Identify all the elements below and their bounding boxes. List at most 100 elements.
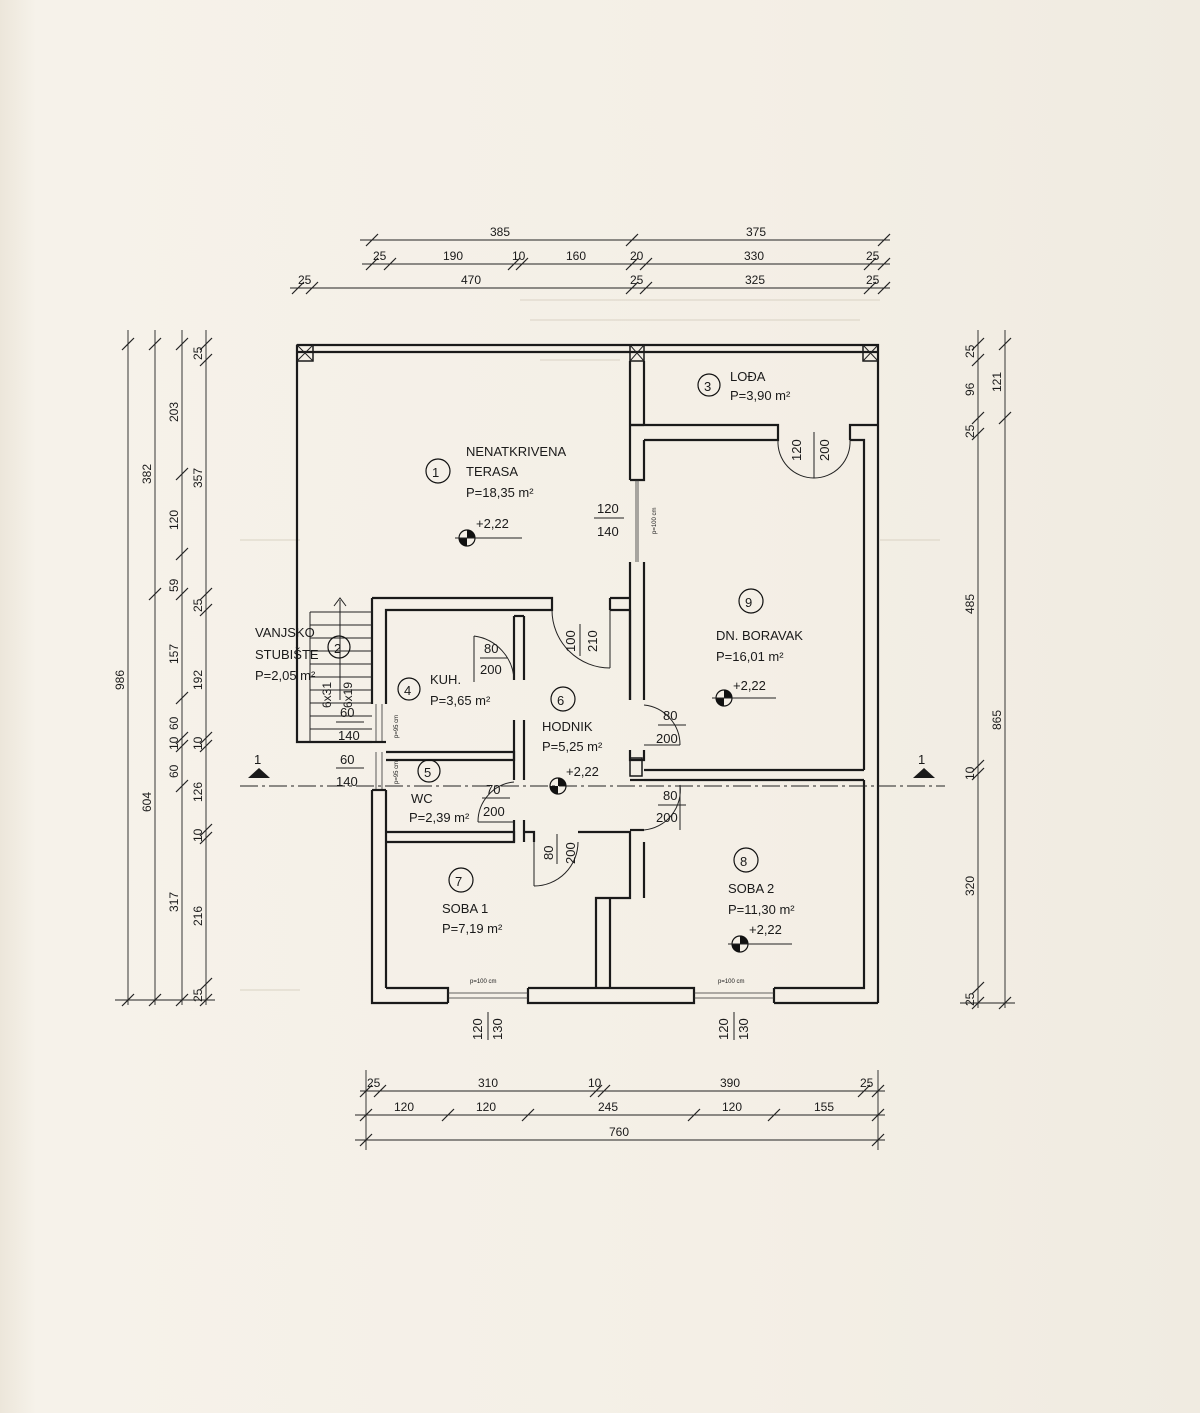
dim-label: 317 — [167, 892, 181, 912]
opening-height: 200 — [656, 731, 678, 746]
dim-label: 203 — [167, 402, 181, 422]
section-line — [240, 768, 945, 787]
opening-height: 130 — [736, 1018, 751, 1040]
room-name: TERASA — [466, 464, 518, 479]
dim-label: 245 — [598, 1100, 618, 1114]
dim-label: 25 — [866, 273, 880, 287]
doors — [473, 439, 851, 887]
dim-label: 10 — [588, 1076, 602, 1090]
dim-label: 120 — [167, 510, 181, 530]
opening-width: 60 — [340, 752, 354, 767]
dim-label: 25 — [298, 273, 312, 287]
room-name: VANJSKO — [255, 625, 315, 640]
walls — [295, 343, 880, 1005]
opening-height: 200 — [817, 439, 832, 461]
opening-height: 140 — [336, 774, 358, 789]
window-note: p=100 cm — [718, 979, 745, 985]
dim-label: 25 — [630, 273, 644, 287]
opening-width: 60 — [340, 705, 354, 720]
opening-height: 200 — [563, 842, 578, 864]
room-area: P=7,19 m² — [442, 921, 503, 936]
dim-label: 25 — [367, 1076, 381, 1090]
dim-chain-bottom — [355, 1070, 885, 1150]
dim-label: 310 — [478, 1076, 498, 1090]
dim-label: 865 — [990, 710, 1004, 730]
dim-label: 25 — [866, 249, 880, 263]
dim-label: 320 — [963, 876, 977, 896]
dim-label: 357 — [191, 468, 205, 488]
dim-label: 10 — [191, 828, 205, 842]
opening-width: 120 — [716, 1018, 731, 1040]
room-area: P=2,39 m² — [409, 810, 470, 825]
opening-width: 80 — [541, 846, 556, 860]
dim-label: 760 — [609, 1125, 629, 1139]
dim-label: 25 — [191, 346, 205, 360]
opening-width: 70 — [486, 782, 500, 797]
dim-label: 59 — [167, 578, 181, 592]
opening-width: 80 — [484, 641, 498, 656]
dim-label: 120 — [722, 1100, 742, 1114]
dim-label: 25 — [860, 1076, 874, 1090]
dim-label: 25 — [191, 598, 205, 612]
dim-label: 470 — [461, 273, 481, 287]
room-area: P=18,35 m² — [466, 485, 534, 500]
dim-label: 330 — [744, 249, 764, 263]
dim-label: 986 — [113, 670, 127, 690]
opening-height: 200 — [480, 662, 502, 677]
dim-label: 155 — [814, 1100, 834, 1114]
section-label-right: 1 — [918, 752, 925, 767]
dim-label: 10 — [512, 249, 526, 263]
dim-label: 60 — [167, 764, 181, 778]
dim-label: 485 — [963, 594, 977, 614]
dim-label: 96 — [963, 382, 977, 396]
room-name: WC — [411, 791, 433, 806]
opening-height: 140 — [338, 728, 360, 743]
level-mark: +2,22 — [476, 516, 509, 531]
dim-label: 385 — [490, 225, 510, 239]
dim-label: 25 — [373, 249, 387, 263]
room-number: 4 — [404, 683, 411, 698]
room-name: KUH. — [430, 672, 461, 687]
opening-width: 80 — [663, 788, 677, 803]
level-mark: +2,22 — [733, 678, 766, 693]
room-name: STUBIŠTE — [255, 647, 319, 662]
dim-label: 60 — [167, 716, 181, 730]
room-number: 2 — [334, 641, 341, 656]
room-number: 5 — [424, 765, 431, 780]
level-mark: +2,22 — [749, 922, 782, 937]
dim-label: 604 — [140, 792, 154, 812]
room-area: P=3,65 m² — [430, 693, 491, 708]
stair-label: 6x31 — [320, 682, 334, 708]
room-area: P=3,90 m² — [730, 388, 791, 403]
opening-labels: 120 140 80 200 100 210 60 140 60 140 70 … — [336, 432, 832, 1040]
opening-height: 210 — [585, 630, 600, 652]
room-number: 3 — [704, 379, 711, 394]
dim-label: 10 — [191, 736, 205, 750]
room-name: SOBA 2 — [728, 881, 774, 896]
dim-label: 121 — [990, 372, 1004, 392]
room-number: 1 — [432, 465, 439, 480]
window-note: p=95 cm — [394, 761, 400, 784]
dim-chain-left — [115, 330, 215, 1007]
dim-label: 375 — [746, 225, 766, 239]
dim-label: 325 — [745, 273, 765, 287]
opening-height: 130 — [490, 1018, 505, 1040]
dim-label: 25 — [963, 424, 977, 438]
section-label-left: 1 — [254, 752, 261, 767]
room-area: P=11,30 m² — [728, 902, 795, 917]
dim-label: 160 — [566, 249, 586, 263]
room-name: HODNIK — [542, 719, 593, 734]
opening-width: 80 — [663, 708, 677, 723]
window-note: p=100 cm — [470, 979, 497, 985]
level-mark-symbols — [455, 529, 792, 953]
level-mark: +2,22 — [566, 764, 599, 779]
exterior-stairs — [309, 597, 372, 742]
room-area: P=16,01 m² — [716, 649, 784, 664]
room-labels: 1 NENATKRIVENA TERASA P=18,35 m² 2 VANJS… — [255, 369, 803, 936]
dim-label: 126 — [191, 782, 205, 802]
opening-width: 100 — [563, 630, 578, 652]
dim-label: 10 — [167, 736, 181, 750]
stair-label: 6x19 — [341, 682, 355, 708]
